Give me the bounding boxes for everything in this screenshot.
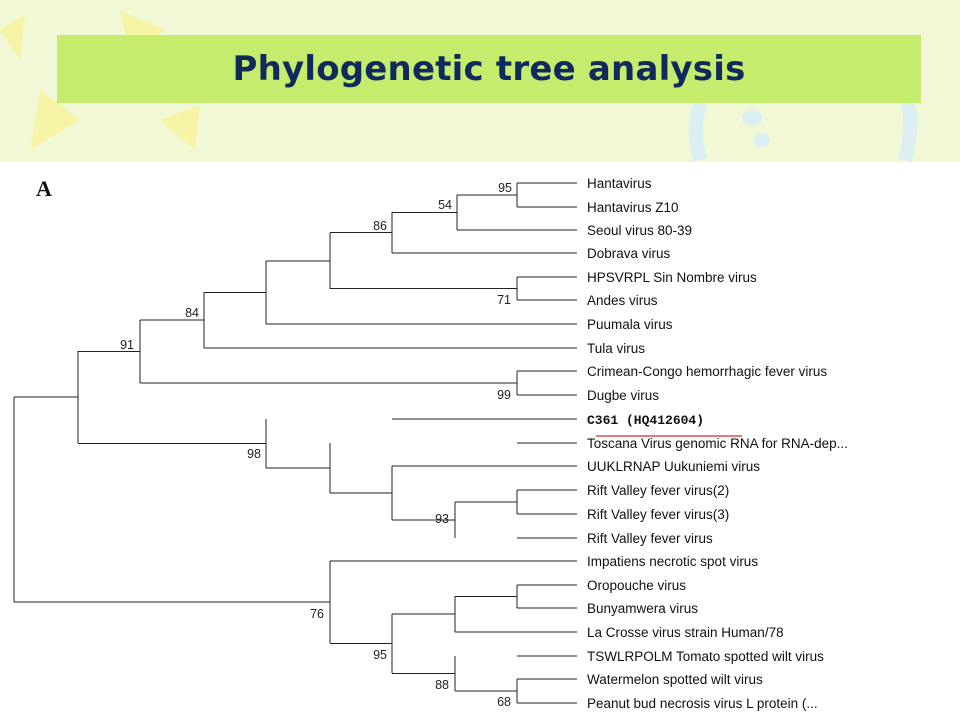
taxon-label: Oropouche virus <box>587 578 686 593</box>
bootstrap-value: 68 <box>497 695 511 709</box>
taxon-label: Watermelon spotted wilt virus <box>587 672 763 687</box>
slide-title: Phylogenetic tree analysis <box>232 49 746 89</box>
taxon-label: Bunyamwera virus <box>587 601 698 616</box>
taxon-label: Rift Valley fever virus <box>587 531 713 546</box>
bootstrap-value: 98 <box>247 447 261 461</box>
taxon-label: Impatiens necrotic spot virus <box>587 554 758 569</box>
bootstrap-value: 95 <box>373 648 387 662</box>
bootstrap-value: 91 <box>120 338 134 352</box>
bootstrap-value: 86 <box>373 219 387 233</box>
taxon-label: Rift Valley fever virus(2) <box>587 483 729 498</box>
taxon-label: Puumala virus <box>587 317 673 332</box>
panel-label: A <box>36 176 52 201</box>
bootstrap-value: 88 <box>435 678 449 692</box>
title-bar: Phylogenetic tree analysis <box>57 35 921 103</box>
bootstrap-value: 71 <box>497 293 511 307</box>
taxon-label: Crimean-Congo hemorrhagic fever virus <box>587 364 827 379</box>
taxon-label: HPSVRPL Sin Nombre virus <box>587 270 757 285</box>
taxon-label: Rift Valley fever virus(3) <box>587 507 729 522</box>
taxon-label: Hantavirus Z10 <box>587 200 679 215</box>
taxon-label: TSWLRPOLM Tomato spotted wilt virus <box>587 649 824 664</box>
taxon-label: Toscana Virus genomic RNA for RNA-dep... <box>587 436 848 451</box>
taxon-label: Seoul virus 80-39 <box>587 223 692 238</box>
taxon-label: Dobrava virus <box>587 246 671 261</box>
taxon-label: Hantavirus <box>587 176 652 191</box>
highlighted-taxon-label: C361 (HQ412604) <box>587 413 704 428</box>
taxon-label: Tula virus <box>587 341 645 356</box>
bootstrap-value: 54 <box>438 198 452 212</box>
bootstrap-value: 99 <box>497 388 511 402</box>
taxon-label: Dugbe virus <box>587 388 659 403</box>
taxon-label: Andes virus <box>587 293 658 308</box>
taxon-label: La Crosse virus strain Human/78 <box>587 625 784 640</box>
bootstrap-value: 84 <box>185 306 199 320</box>
taxon-label: Peanut bud necrosis virus L protein (... <box>587 696 818 711</box>
bootstrap-value: 93 <box>435 512 449 526</box>
bootstrap-value: 76 <box>310 607 324 621</box>
bootstrap-value: 95 <box>498 181 512 195</box>
figure-panel <box>0 162 960 720</box>
taxon-label: UUKLRNAP Uukuniemi virus <box>587 459 760 474</box>
